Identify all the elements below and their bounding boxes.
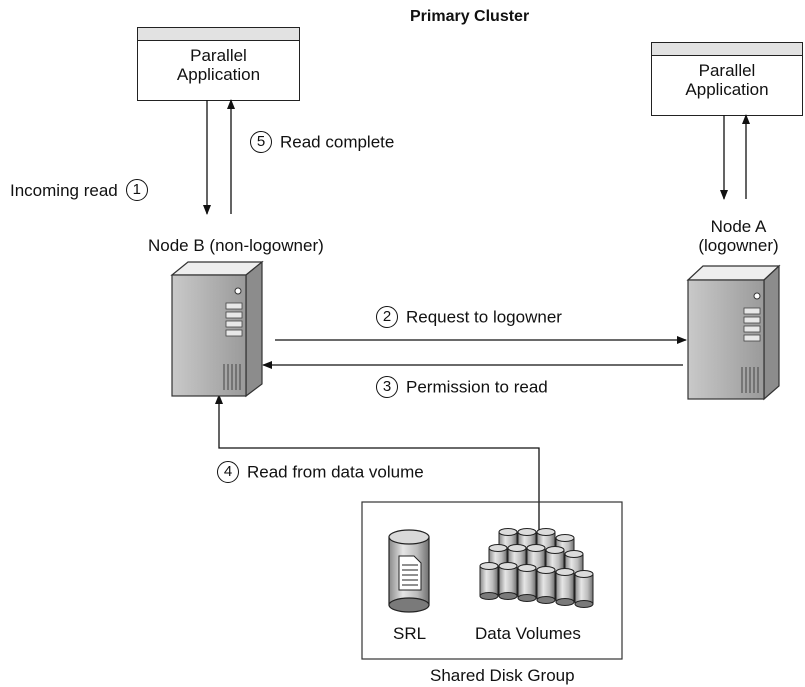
app-label-line1: Parallel xyxy=(698,61,756,80)
step-4-number: 4 xyxy=(217,461,239,483)
shared-disk-group-label: Shared Disk Group xyxy=(430,666,575,685)
step-1-number: 1 xyxy=(125,179,148,201)
step-5-label: 5 Read complete xyxy=(250,131,394,153)
node-a-name: Node A xyxy=(710,217,767,236)
step-5-number: 5 xyxy=(250,131,272,153)
data-volumes-icon xyxy=(479,528,594,608)
srl-disk-icon xyxy=(388,529,430,613)
parallel-application-node-b: Parallel Application xyxy=(137,27,300,101)
step-4-label: 4 Read from data volume xyxy=(217,461,424,483)
app-label-line2: Application xyxy=(176,65,261,84)
step-2-number: 2 xyxy=(376,306,398,328)
step-5-text: Read complete xyxy=(280,132,395,152)
data-volumes-label: Data Volumes xyxy=(475,624,581,643)
step-2-text: Request to logowner xyxy=(406,307,562,327)
app-label-line1: Parallel xyxy=(190,46,247,65)
step-3-label: 3 Permission to read xyxy=(376,376,548,398)
step-1-label: Incoming read 1 xyxy=(10,179,156,201)
srl-label: SRL xyxy=(393,624,427,643)
app-window-titlebar xyxy=(652,43,802,56)
arrow-read-from-data-volume xyxy=(215,394,540,530)
shared-disk-group-box xyxy=(361,501,623,660)
step-3-number: 3 xyxy=(376,376,398,398)
step-3-text: Permission to read xyxy=(406,377,548,397)
app-label-line2: Application xyxy=(685,80,769,99)
server-node-b-icon xyxy=(170,260,264,398)
parallel-application-node-a: Parallel Application xyxy=(651,42,803,116)
node-a-role: (logowner) xyxy=(698,236,779,255)
app-window-titlebar xyxy=(138,28,299,41)
diagram-title: Primary Cluster xyxy=(410,8,530,25)
step-2-label: 2 Request to logowner xyxy=(376,306,562,328)
step-1-text: Incoming read xyxy=(10,180,118,200)
server-node-a-icon xyxy=(686,264,781,401)
step-4-text: Read from data volume xyxy=(247,462,424,482)
node-a-label: Node A (logowner) xyxy=(676,218,801,254)
node-b-label: Node B (non-logowner) xyxy=(148,236,324,255)
